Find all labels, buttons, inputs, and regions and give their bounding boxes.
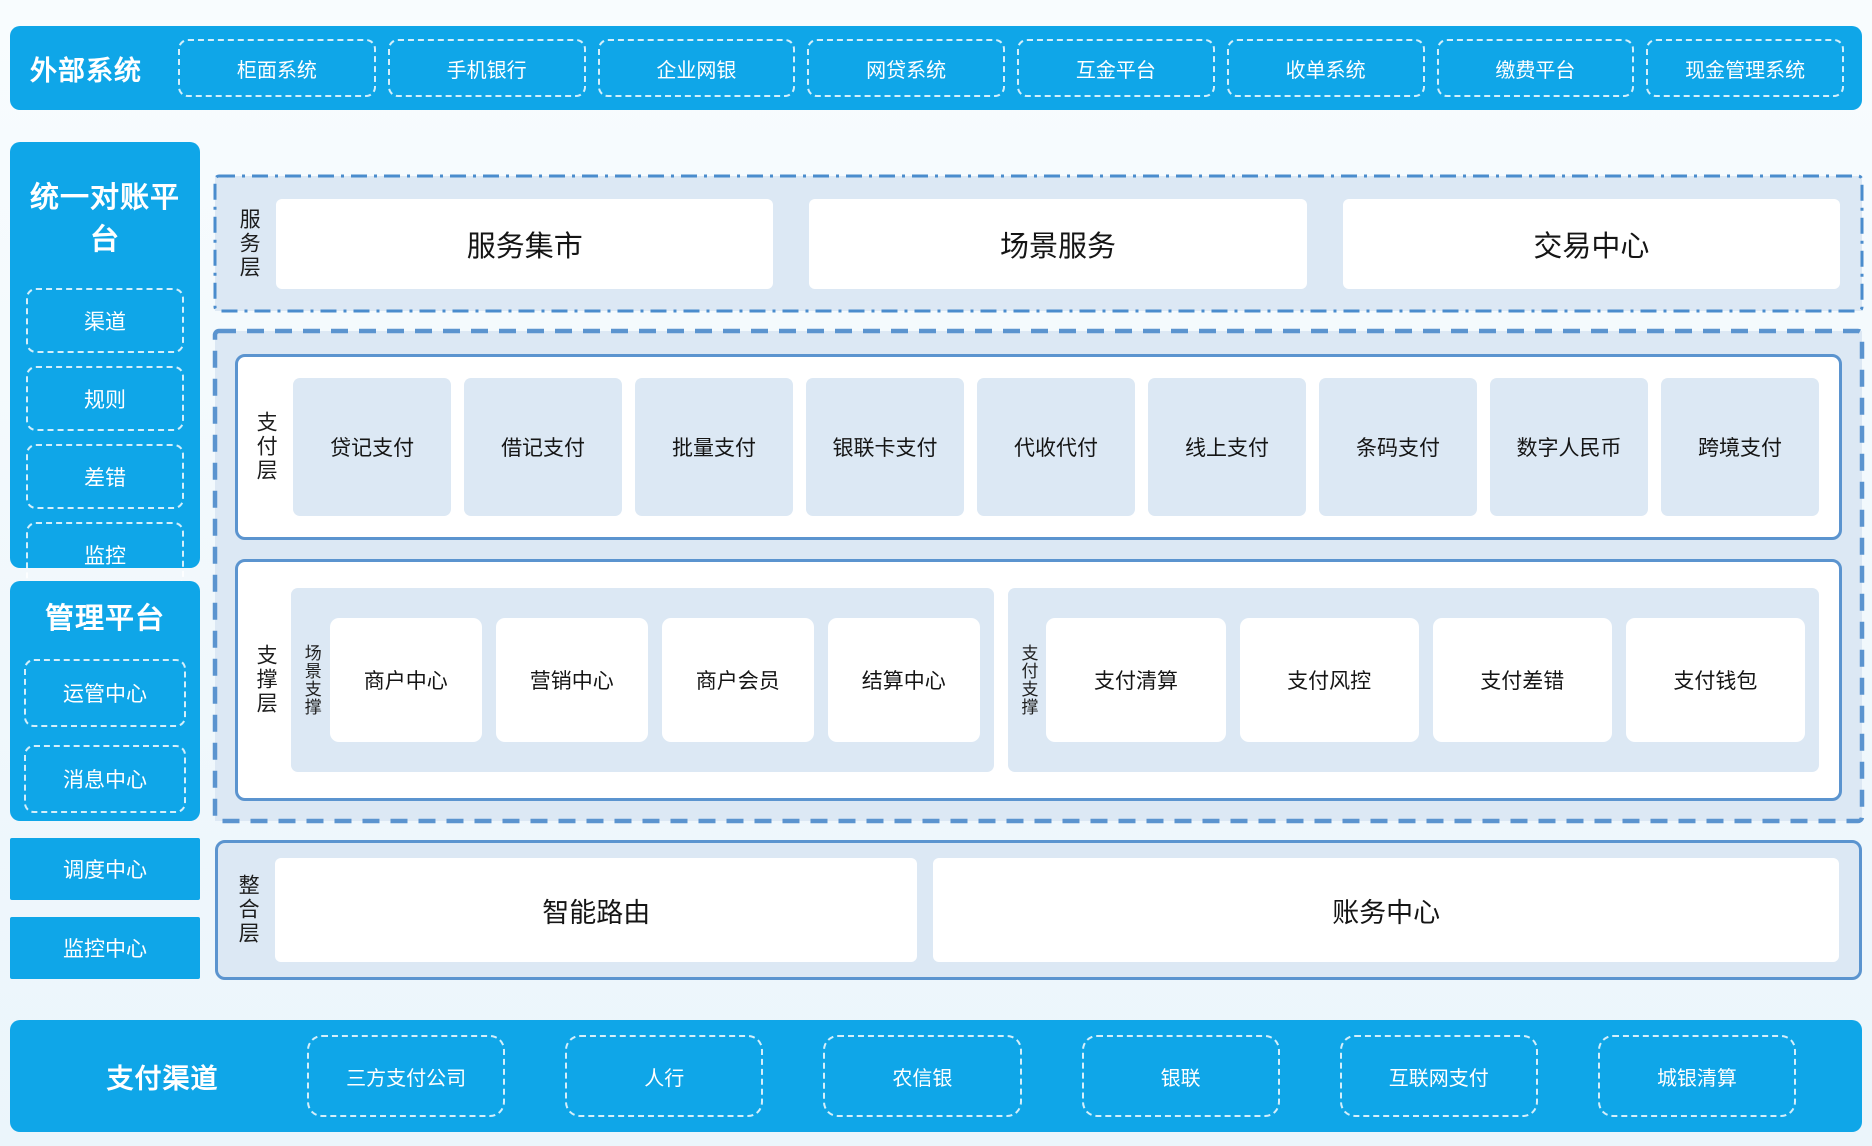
management-item-operations-center: 运管中心 bbox=[24, 659, 186, 727]
external-system-box-cash-management: 现金管理系统 bbox=[1646, 39, 1844, 97]
channel-box-unionpay: 银联 bbox=[1081, 1035, 1280, 1117]
support-layer-groups: 场景支撑 商户中心 营销中心 商户会员 结算中心 支付支撑 支付清算 bbox=[291, 588, 1819, 772]
payment-box-debit: 借记支付 bbox=[464, 378, 623, 516]
main-layers: 服务层 服务集市 场景服务 交易中心 支付层 贷记支付 借记支付 批量支付 银联… bbox=[212, 142, 1865, 980]
reconciliation-item-monitoring: 监控 bbox=[26, 522, 184, 587]
external-system-box-internet-finance: 互金平台 bbox=[1017, 39, 1215, 97]
external-system-box-online-loan: 网贷系统 bbox=[807, 39, 1005, 97]
management-platform-panel: 管理平台 运管中心 消息中心 bbox=[10, 581, 200, 821]
integration-layer-section: 整合层 智能路由 账务中心 bbox=[215, 840, 1862, 980]
support-box-payment-risk-control: 支付风控 bbox=[1239, 618, 1419, 742]
management-platform-title: 管理平台 bbox=[44, 603, 165, 635]
scene-box-merchant-center: 商户中心 bbox=[329, 618, 482, 742]
dispatch-center-box: 调度中心 bbox=[10, 838, 200, 900]
payment-box-barcode: 条码支付 bbox=[1319, 378, 1477, 516]
channel-box-city-bank-clearing: 城银清算 bbox=[1597, 1035, 1797, 1117]
channel-box-rural-credit-bank: 农信银 bbox=[823, 1035, 1022, 1117]
payment-box-unionpay-card: 银联卡支付 bbox=[806, 378, 965, 516]
left-sidebar: 统一对账平台 渠道 规则 差错 监控 管理平台 运管中心 消息中心 调度中心 监… bbox=[10, 142, 200, 980]
service-box-trade-center: 交易中心 bbox=[1342, 198, 1840, 289]
reconciliation-item-errors: 差错 bbox=[26, 444, 184, 509]
payment-layer-boxes: 贷记支付 借记支付 批量支付 银联卡支付 代收代付 线上支付 条码支付 数字人民… bbox=[293, 378, 1819, 516]
payment-channels-bar: 支付渠道 三方支付公司 人行 农信银 银联 互联网支付 城银清算 bbox=[10, 1020, 1862, 1132]
external-system-box-acquiring: 收单系统 bbox=[1226, 39, 1425, 97]
management-item-message-center: 消息中心 bbox=[24, 745, 186, 813]
external-systems-title: 外部系统 bbox=[30, 55, 142, 86]
payment-support-group: 支付支撑 支付清算 支付风控 支付差错 支付钱包 bbox=[1007, 588, 1819, 772]
payment-box-batch: 批量支付 bbox=[635, 378, 794, 516]
integration-layer-label: 整合层 bbox=[236, 874, 260, 946]
payment-layer-panel: 支付层 贷记支付 借记支付 批量支付 银联卡支付 代收代付 线上支付 条码支付 … bbox=[235, 354, 1842, 540]
scene-box-merchant-member: 商户会员 bbox=[661, 618, 814, 742]
integration-layer-boxes: 智能路由 账务中心 bbox=[275, 858, 1839, 962]
channel-box-third-party-payment: 三方支付公司 bbox=[307, 1035, 506, 1117]
channel-box-internet-payment: 互联网支付 bbox=[1339, 1035, 1538, 1117]
external-system-box-bill-payment: 缴费平台 bbox=[1436, 39, 1635, 97]
support-box-payment-wallet: 支付钱包 bbox=[1625, 618, 1805, 742]
payment-support-label: 支付支撑 bbox=[1018, 644, 1038, 716]
external-systems-bar: 外部系统 柜面系统 手机银行 企业网银 网贷系统 互金平台 收单系统 缴费平台 … bbox=[10, 26, 1862, 110]
monitor-center-box: 监控中心 bbox=[10, 917, 200, 979]
reconciliation-platform-panel: 统一对账平台 渠道 规则 差错 监控 bbox=[10, 142, 200, 587]
external-system-box-corporate-ebank: 企业网银 bbox=[597, 39, 796, 97]
reconciliation-item-channel: 渠道 bbox=[26, 288, 184, 353]
payment-channels-title: 支付渠道 bbox=[106, 1063, 219, 1094]
payment-box-collection-agency: 代收代付 bbox=[977, 378, 1136, 516]
integration-box-smart-routing: 智能路由 bbox=[275, 858, 918, 962]
payment-layer-label: 支付层 bbox=[254, 411, 278, 483]
external-system-box-counter: 柜面系统 bbox=[178, 39, 376, 97]
service-layer-boxes: 服务集市 场景服务 交易中心 bbox=[276, 198, 1840, 289]
scene-support-group: 场景支撑 商户中心 营销中心 商户会员 结算中心 bbox=[291, 588, 994, 772]
core-layers-container: 支付层 贷记支付 借记支付 批量支付 银联卡支付 代收代付 线上支付 条码支付 … bbox=[212, 328, 1865, 824]
support-box-payment-errors: 支付差错 bbox=[1432, 618, 1612, 742]
service-layer-section: 服务层 服务集市 场景服务 交易中心 bbox=[213, 174, 1864, 313]
support-layer-label: 支撑层 bbox=[254, 644, 278, 716]
reconciliation-platform-title: 统一对账平台 bbox=[29, 182, 180, 256]
service-box-service-market: 服务集市 bbox=[276, 198, 774, 289]
channel-box-pboc: 人行 bbox=[565, 1035, 764, 1117]
support-box-payment-clearing: 支付清算 bbox=[1046, 618, 1226, 742]
service-layer-label: 服务层 bbox=[237, 207, 261, 280]
payment-box-cross-border: 跨境支付 bbox=[1660, 378, 1819, 516]
scene-support-boxes: 商户中心 营销中心 商户会员 结算中心 bbox=[329, 618, 980, 742]
external-system-box-mobile-banking: 手机银行 bbox=[387, 39, 586, 97]
scene-box-settlement-center: 结算中心 bbox=[827, 618, 980, 742]
payment-box-credit: 贷记支付 bbox=[293, 378, 452, 516]
support-layer-panel: 支撑层 场景支撑 商户中心 营销中心 商户会员 结算中心 bbox=[235, 559, 1842, 801]
scene-box-marketing-center: 营销中心 bbox=[495, 618, 648, 742]
payment-box-online: 线上支付 bbox=[1148, 378, 1306, 516]
payment-box-digital-rmb: 数字人民币 bbox=[1489, 378, 1648, 516]
scene-support-label: 场景支撑 bbox=[301, 644, 321, 716]
payment-support-boxes: 支付清算 支付风控 支付差错 支付钱包 bbox=[1046, 618, 1805, 742]
integration-box-accounting-center: 账务中心 bbox=[933, 858, 1839, 962]
external-systems-items: 柜面系统 手机银行 企业网银 网贷系统 互金平台 收单系统 缴费平台 现金管理系… bbox=[178, 39, 1844, 97]
payment-channels-items: 三方支付公司 人行 农信银 银联 互联网支付 城银清算 bbox=[307, 1035, 1797, 1117]
reconciliation-item-rules: 规则 bbox=[26, 366, 184, 431]
service-box-scenario-services: 场景服务 bbox=[809, 198, 1307, 289]
